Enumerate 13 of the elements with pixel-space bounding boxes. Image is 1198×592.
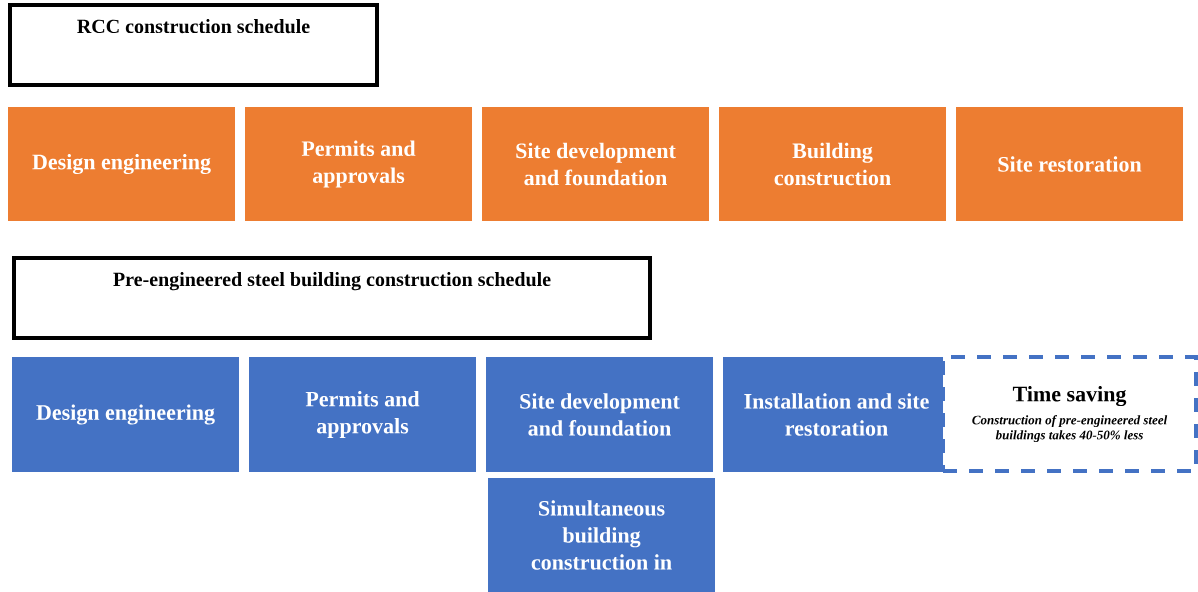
process-box: Design engineering [12, 357, 239, 472]
title-box: RCC construction schedule [8, 3, 379, 87]
process-box: Installation and site restoration [723, 357, 950, 472]
process-box: Simultaneous building construction in [488, 478, 715, 592]
process-box: Permits and approvals [245, 107, 472, 221]
process-box: Site development and foundation [486, 357, 713, 472]
title-box: Pre-engineered steel building construction schedule [12, 256, 652, 340]
note-box: Time saving Construction of pre-engineered steel buildings takes 40-50% less [941, 355, 1198, 473]
process-box: Site development and foundation [482, 107, 709, 221]
process-box: Permits and approvals [249, 357, 476, 472]
process-box: Site restoration [956, 107, 1183, 221]
process-box: Design engineering [8, 107, 235, 221]
process-box: Building construction [719, 107, 946, 221]
